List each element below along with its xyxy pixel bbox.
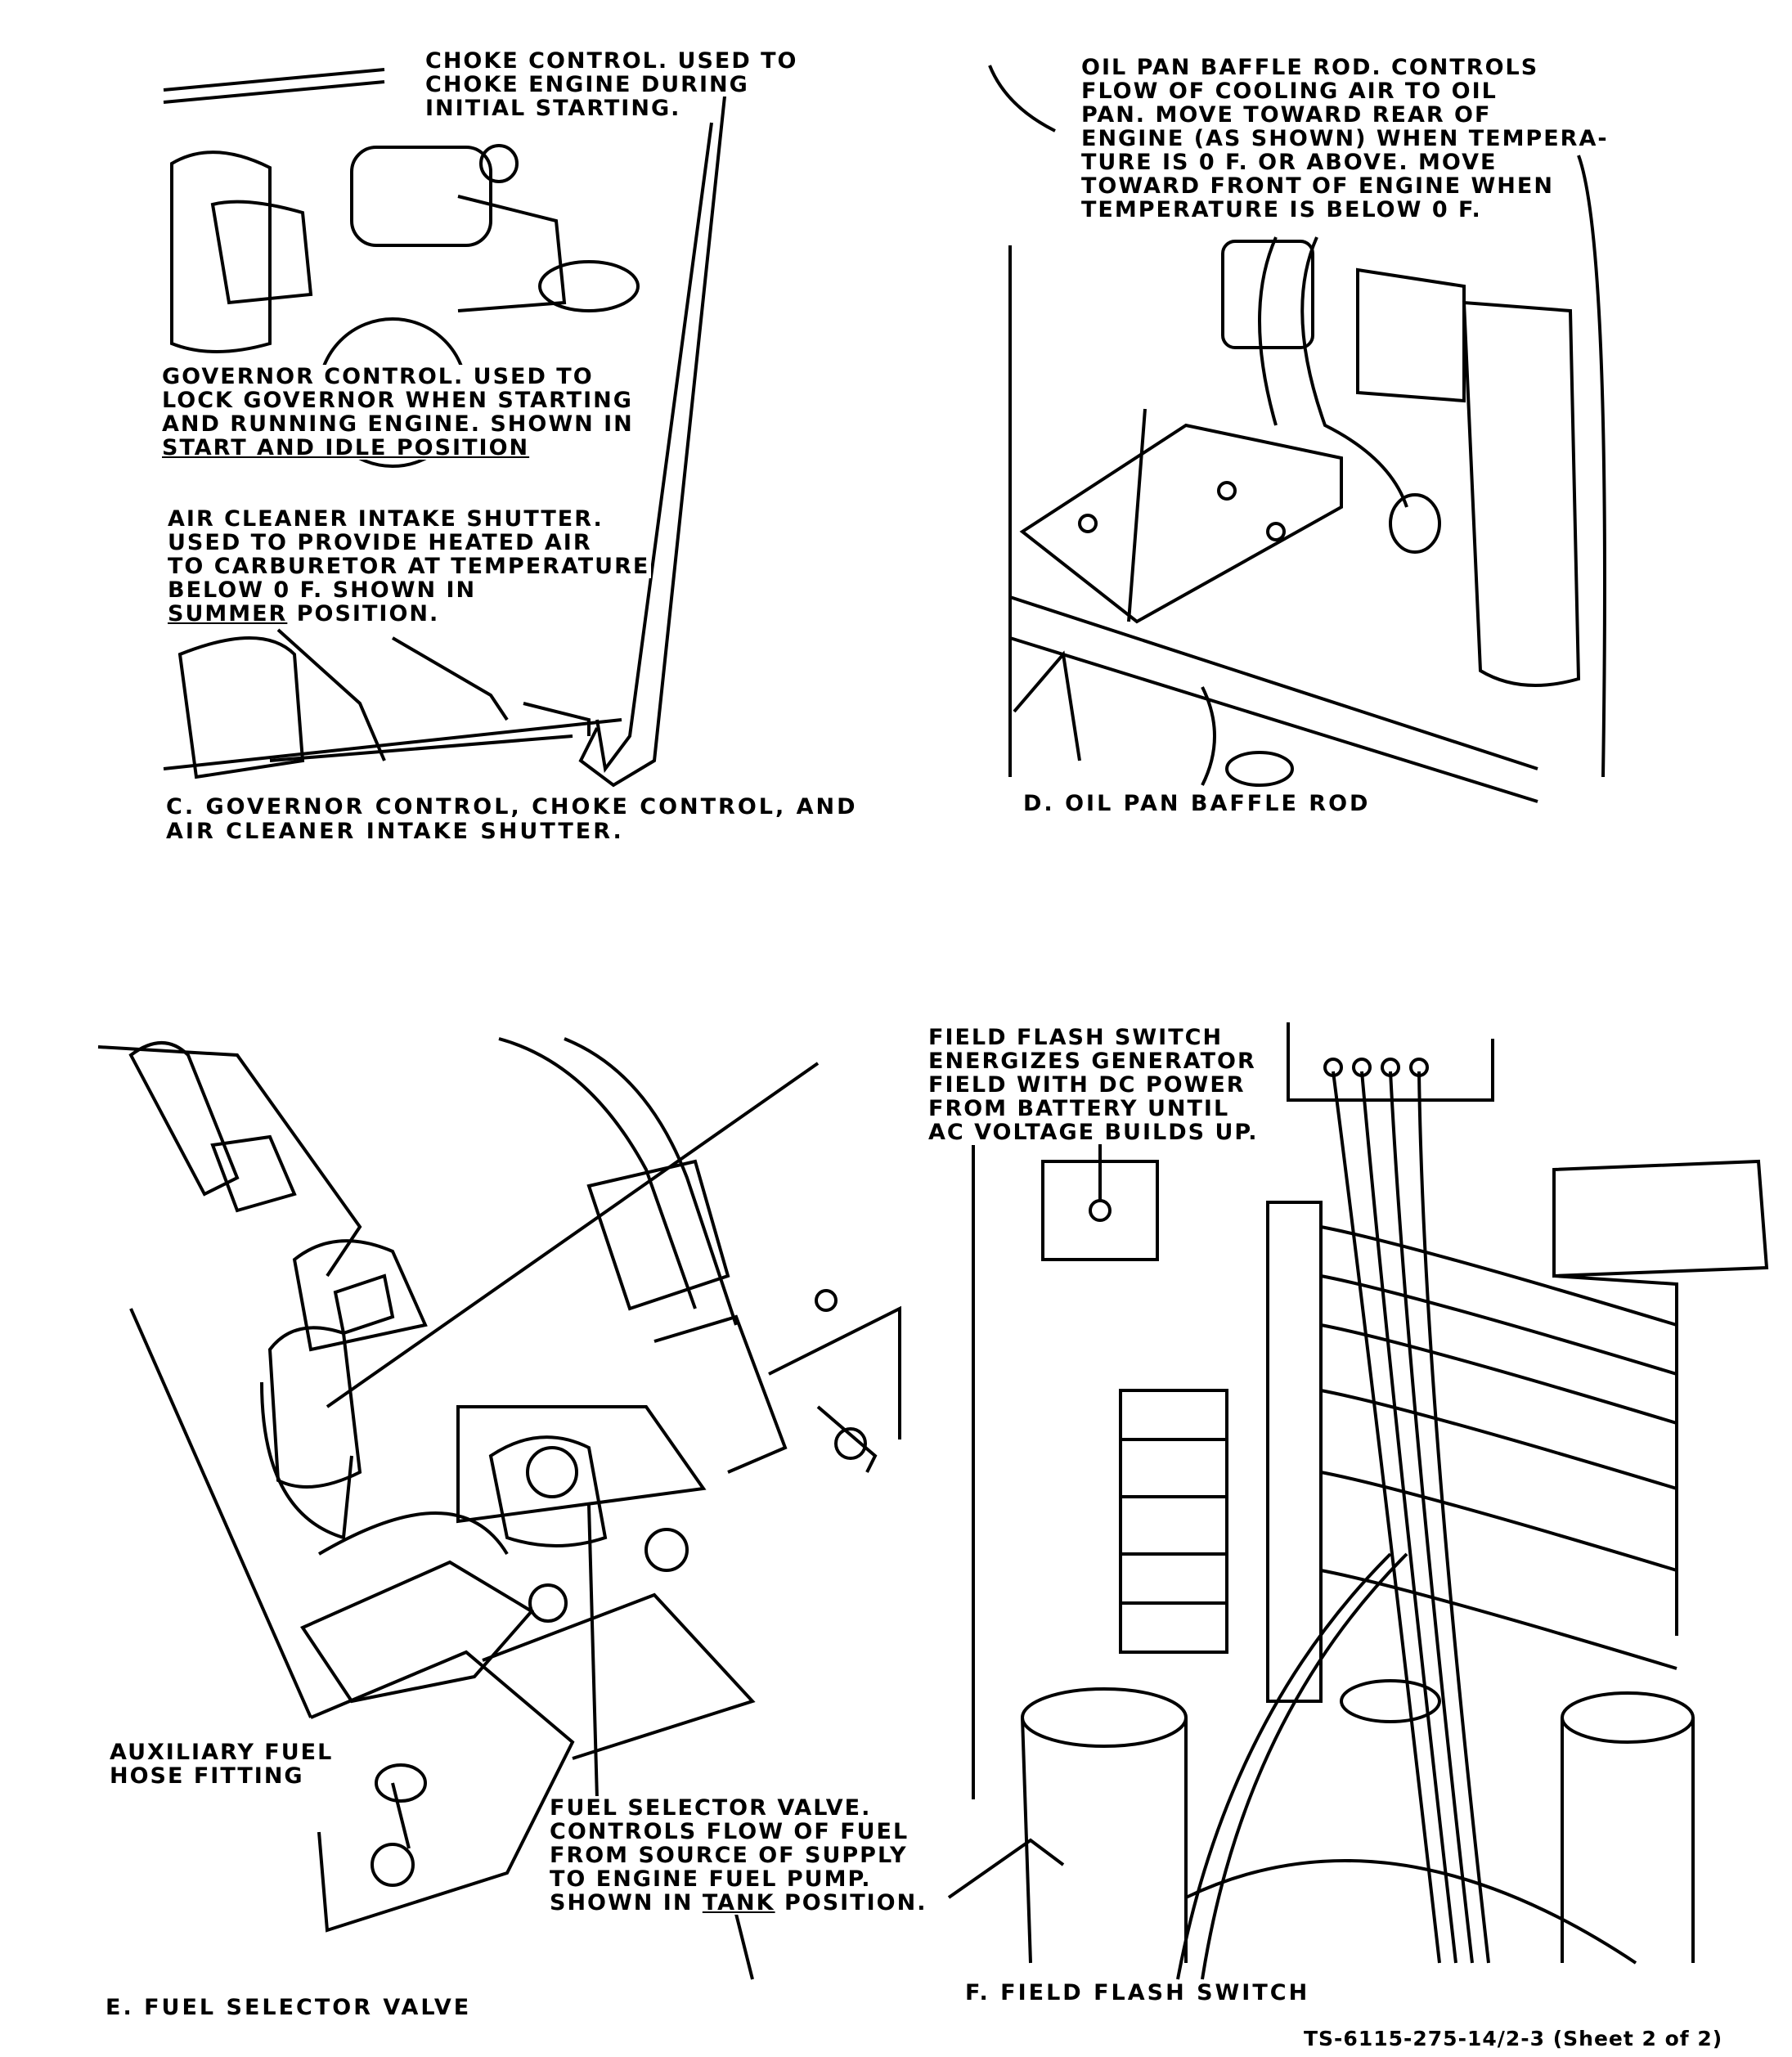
- oil-pan-baffle-rod-label: OIL PAN BAFFLE ROD. CONTROLS FLOW OF COO…: [1080, 56, 1610, 222]
- fuel-selector-valve-label: FUEL SELECTOR VALVE. CONTROLS FLOW OF FU…: [548, 1795, 929, 1916]
- label-line: USED TO PROVIDE HEATED AIR: [166, 530, 594, 555]
- label-line: OIL PAN BAFFLE ROD. CONTROLS: [1080, 55, 1541, 80]
- caption-c: C. GOVERNOR CONTROL, CHOKE CONTROL, AND …: [166, 795, 858, 844]
- position-summer: SUMMER: [168, 601, 288, 627]
- caption-f: F. FIELD FLASH SWITCH: [965, 1980, 1310, 2005]
- label-line: CHOKE ENGINE DURING: [424, 72, 751, 97]
- field-flash-switch-label: FIELD FLASH SWITCH ENERGIZES GENERATOR F…: [927, 1026, 1260, 1144]
- label-line: TURE IS 0 F. OR ABOVE. MOVE: [1080, 150, 1499, 175]
- label-line: ENGINE (AS SHOWN) WHEN TEMPERA-: [1080, 126, 1610, 151]
- label-line: AND RUNNING ENGINE. SHOWN IN: [160, 411, 636, 437]
- label-line: INITIAL STARTING.: [424, 96, 683, 121]
- panel-c-drawing: [163, 65, 730, 788]
- label-line: START AND IDLE POSITION: [160, 435, 532, 460]
- label-line: CHOKE CONTROL. USED TO: [424, 48, 800, 74]
- label-line: BELOW 0 F. SHOWN IN: [166, 577, 478, 603]
- label-line: SHOWN IN TANK POSITION.: [548, 1890, 929, 1916]
- label-line: HOSE FITTING: [108, 1763, 306, 1789]
- choke-control-label: CHOKE CONTROL. USED TO CHOKE ENGINE DURI…: [424, 49, 800, 120]
- caption-line: C. GOVERNOR CONTROL, CHOKE CONTROL, AND: [166, 794, 858, 820]
- caption-line: AIR CLEANER INTAKE SHUTTER.: [166, 819, 624, 844]
- caption-e: E. FUEL SELECTOR VALVE: [106, 1995, 472, 2020]
- label-line: FUEL SELECTOR VALVE.: [548, 1795, 874, 1821]
- label-line: PAN. MOVE TOWARD REAR OF: [1080, 102, 1493, 128]
- label-line: GOVERNOR CONTROL. USED TO: [160, 364, 595, 389]
- label-line: ENERGIZES GENERATOR: [927, 1049, 1258, 1074]
- label-line: TOWARD FRONT OF ENGINE WHEN: [1080, 173, 1556, 199]
- sheet-identifier: TS-6115-275-14/2-3 (Sheet 2 of 2): [1304, 2027, 1723, 2050]
- label-line: AC VOLTAGE BUILDS UP.: [927, 1120, 1260, 1145]
- label-line: CONTROLS FLOW OF FUEL: [548, 1819, 911, 1844]
- panel-e-drawing: [97, 1037, 901, 1980]
- label-line: TEMPERATURE IS BELOW 0 F.: [1080, 197, 1484, 222]
- label-line: AIR CLEANER INTAKE SHUTTER.: [166, 506, 605, 532]
- label-line: FROM BATTERY UNTIL: [927, 1096, 1232, 1121]
- label-line: LOCK GOVERNOR WHEN STARTING: [160, 388, 635, 413]
- air-cleaner-shutter-label: AIR CLEANER INTAKE SHUTTER. USED TO PROV…: [166, 506, 652, 627]
- position-tank: TANK: [702, 1890, 775, 1916]
- panel-f-drawing: [947, 1022, 1769, 1980]
- label-line: SUMMER POSITION.: [166, 601, 442, 627]
- governor-control-label: GOVERNOR CONTROL. USED TO LOCK GOVERNOR …: [160, 365, 636, 460]
- label-text: POSITION.: [287, 601, 440, 627]
- label-line: FIELD FLASH SWITCH: [927, 1025, 1225, 1050]
- label-text: POSITION.: [775, 1890, 927, 1916]
- label-line: FROM SOURCE OF SUPPLY: [548, 1843, 909, 1868]
- label-line: FLOW OF COOLING AIR TO OIL: [1080, 79, 1499, 104]
- label-text: SHOWN IN: [550, 1890, 703, 1916]
- label-line: FIELD WITH DC POWER: [927, 1072, 1247, 1098]
- label-line: TO ENGINE FUEL PUMP.: [548, 1866, 874, 1892]
- label-line: AUXILIARY FUEL: [108, 1740, 335, 1765]
- panel-d-drawing: [988, 65, 1606, 803]
- auxiliary-fuel-hose-label: AUXILIARY FUEL HOSE FITTING: [108, 1740, 335, 1788]
- label-line: TO CARBURETOR AT TEMPERATURE: [166, 554, 652, 579]
- caption-d: D. OIL PAN BAFFLE ROD: [1023, 791, 1371, 816]
